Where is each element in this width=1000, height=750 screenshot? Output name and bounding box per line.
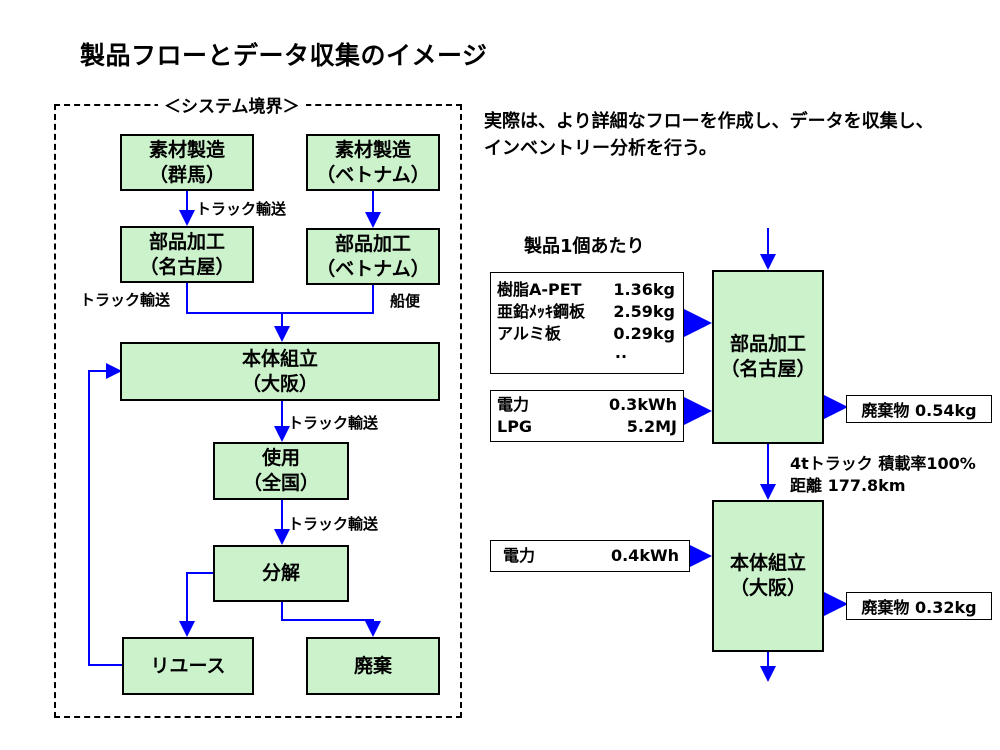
box-parts-detail-line1: 部品加工	[729, 333, 806, 356]
material-value: 1.36kg	[613, 280, 675, 299]
box-material-gunma-line1: 素材製造	[148, 138, 225, 161]
box-parts-nagoya: 部品加工 （名古屋）	[120, 226, 254, 283]
box-parts-nagoya-line1: 部品加工	[148, 230, 225, 253]
material-value: 2.59kg	[613, 302, 675, 321]
label-ship: 船便	[390, 292, 421, 310]
box-disassembly-line1: 分解	[261, 562, 300, 585]
energy-name: 電力	[497, 395, 530, 414]
box-use-line2: （全国）	[242, 472, 319, 494]
energy-value: 5.2MJ	[626, 417, 677, 436]
box-parts-detail-line2: （名古屋）	[720, 358, 816, 380]
box-material-gunma: 素材製造 （群馬）	[120, 134, 254, 191]
box-assembly-detail-line1: 本体組立	[729, 552, 806, 575]
box-material-vietnam-line1: 素材製造	[334, 138, 411, 161]
per-unit-label: 製品1個あたり	[524, 236, 645, 257]
box-material-gunma-line2: （群馬）	[148, 163, 225, 186]
energy-value: 0.4kWh	[610, 546, 679, 565]
box-assembly-detail-line2: （大阪）	[729, 577, 806, 599]
box-parts-nagoya-detail: 部品加工 （名古屋）	[712, 270, 824, 444]
explanatory-note: 実際は、より詳細なフローを作成し、データを収集し、 インベントリー分析を行う。	[484, 108, 994, 162]
note-line-2: インベントリー分析を行う。	[484, 138, 717, 159]
box-use-line1: 使用	[261, 447, 300, 470]
energy-name: LPG	[497, 417, 533, 436]
box-parts-vietnam-line2: （ベトナム）	[316, 257, 430, 280]
box-parts-vietnam-line1: 部品加工	[334, 232, 411, 255]
box-material-vietnam: 素材製造 （ベトナム）	[306, 134, 440, 191]
box-disassembly: 分解	[213, 545, 349, 602]
arrow-disassembly-to-reuse	[179, 572, 213, 637]
energy-assembly-box: 電力 0.4kWh	[490, 540, 690, 572]
transport-label: 4tトラック 積載率100% 距離 177.8km	[790, 453, 976, 497]
transport-line-1: 4tトラック 積載率100%	[790, 454, 976, 473]
material-row: アルミ板 0.29kg	[497, 323, 675, 345]
box-disposal-line1: 廃棄	[353, 654, 392, 677]
energy-name: 電力	[503, 546, 536, 565]
material-value: 0.29kg	[613, 324, 675, 343]
material-name: 亜鉛ﾒｯｷ鋼板	[497, 302, 586, 321]
material-name: アルミ板	[497, 324, 561, 343]
box-reuse: リユース	[122, 637, 254, 695]
energy-parts-box: 電力 0.3kWh LPG 5.2MJ	[490, 390, 684, 442]
materials-more: ..	[614, 343, 628, 362]
material-name: 樹脂A-PET	[497, 280, 582, 299]
box-assembly-osaka: 本体組立 （大阪）	[120, 342, 440, 401]
box-assembly-osaka-line2: （大阪）	[241, 372, 318, 395]
material-row: 亜鉛ﾒｯｷ鋼板 2.59kg	[497, 301, 675, 323]
box-disposal: 廃棄	[306, 637, 440, 695]
box-assembly-osaka-detail: 本体組立 （大阪）	[712, 500, 824, 652]
box-parts-nagoya-line2: （名古屋）	[139, 255, 235, 278]
waste-parts-box: 廃棄物 0.54kg	[846, 395, 992, 423]
energy-row: 電力 0.4kWh	[503, 545, 679, 567]
material-row: 樹脂A-PET 1.36kg	[497, 279, 675, 301]
arrow-nagoya-to-assembly-a	[186, 283, 282, 314]
box-assembly-osaka-line1: 本体組立	[241, 347, 318, 370]
transport-line-2: 距離 177.8km	[790, 476, 906, 495]
system-boundary-label: ＜システム境界＞	[158, 92, 306, 117]
label-truck-3: トラック輸送	[288, 414, 379, 432]
page-title: 製品フローとデータ収集のイメージ	[80, 41, 488, 70]
arrow-vietnam-to-assembly-a	[282, 285, 374, 314]
box-material-vietnam-line2: （ベトナム）	[316, 163, 430, 186]
box-reuse-line1: リユース	[150, 654, 226, 677]
arrow-reuse-to-assembly	[88, 363, 124, 666]
box-use: 使用 （全国）	[213, 442, 349, 500]
materials-input-box: 樹脂A-PET 1.36kg 亜鉛ﾒｯｷ鋼板 2.59kg アルミ板 0.29k…	[490, 272, 684, 374]
arrow-disassembly-to-disposal	[281, 602, 381, 637]
note-line-1: 実際は、より詳細なフローを作成し、データを収集し、	[484, 111, 934, 132]
energy-row: 電力 0.3kWh	[497, 394, 677, 416]
label-truck-1: トラック輸送	[196, 200, 287, 218]
energy-row: LPG 5.2MJ	[497, 416, 677, 438]
label-truck-2: トラック輸送	[80, 291, 171, 309]
label-truck-4: トラック輸送	[288, 515, 379, 533]
box-parts-vietnam: 部品加工 （ベトナム）	[306, 228, 440, 285]
waste-assembly-box: 廃棄物 0.32kg	[846, 592, 992, 620]
energy-value: 0.3kWh	[608, 395, 677, 414]
